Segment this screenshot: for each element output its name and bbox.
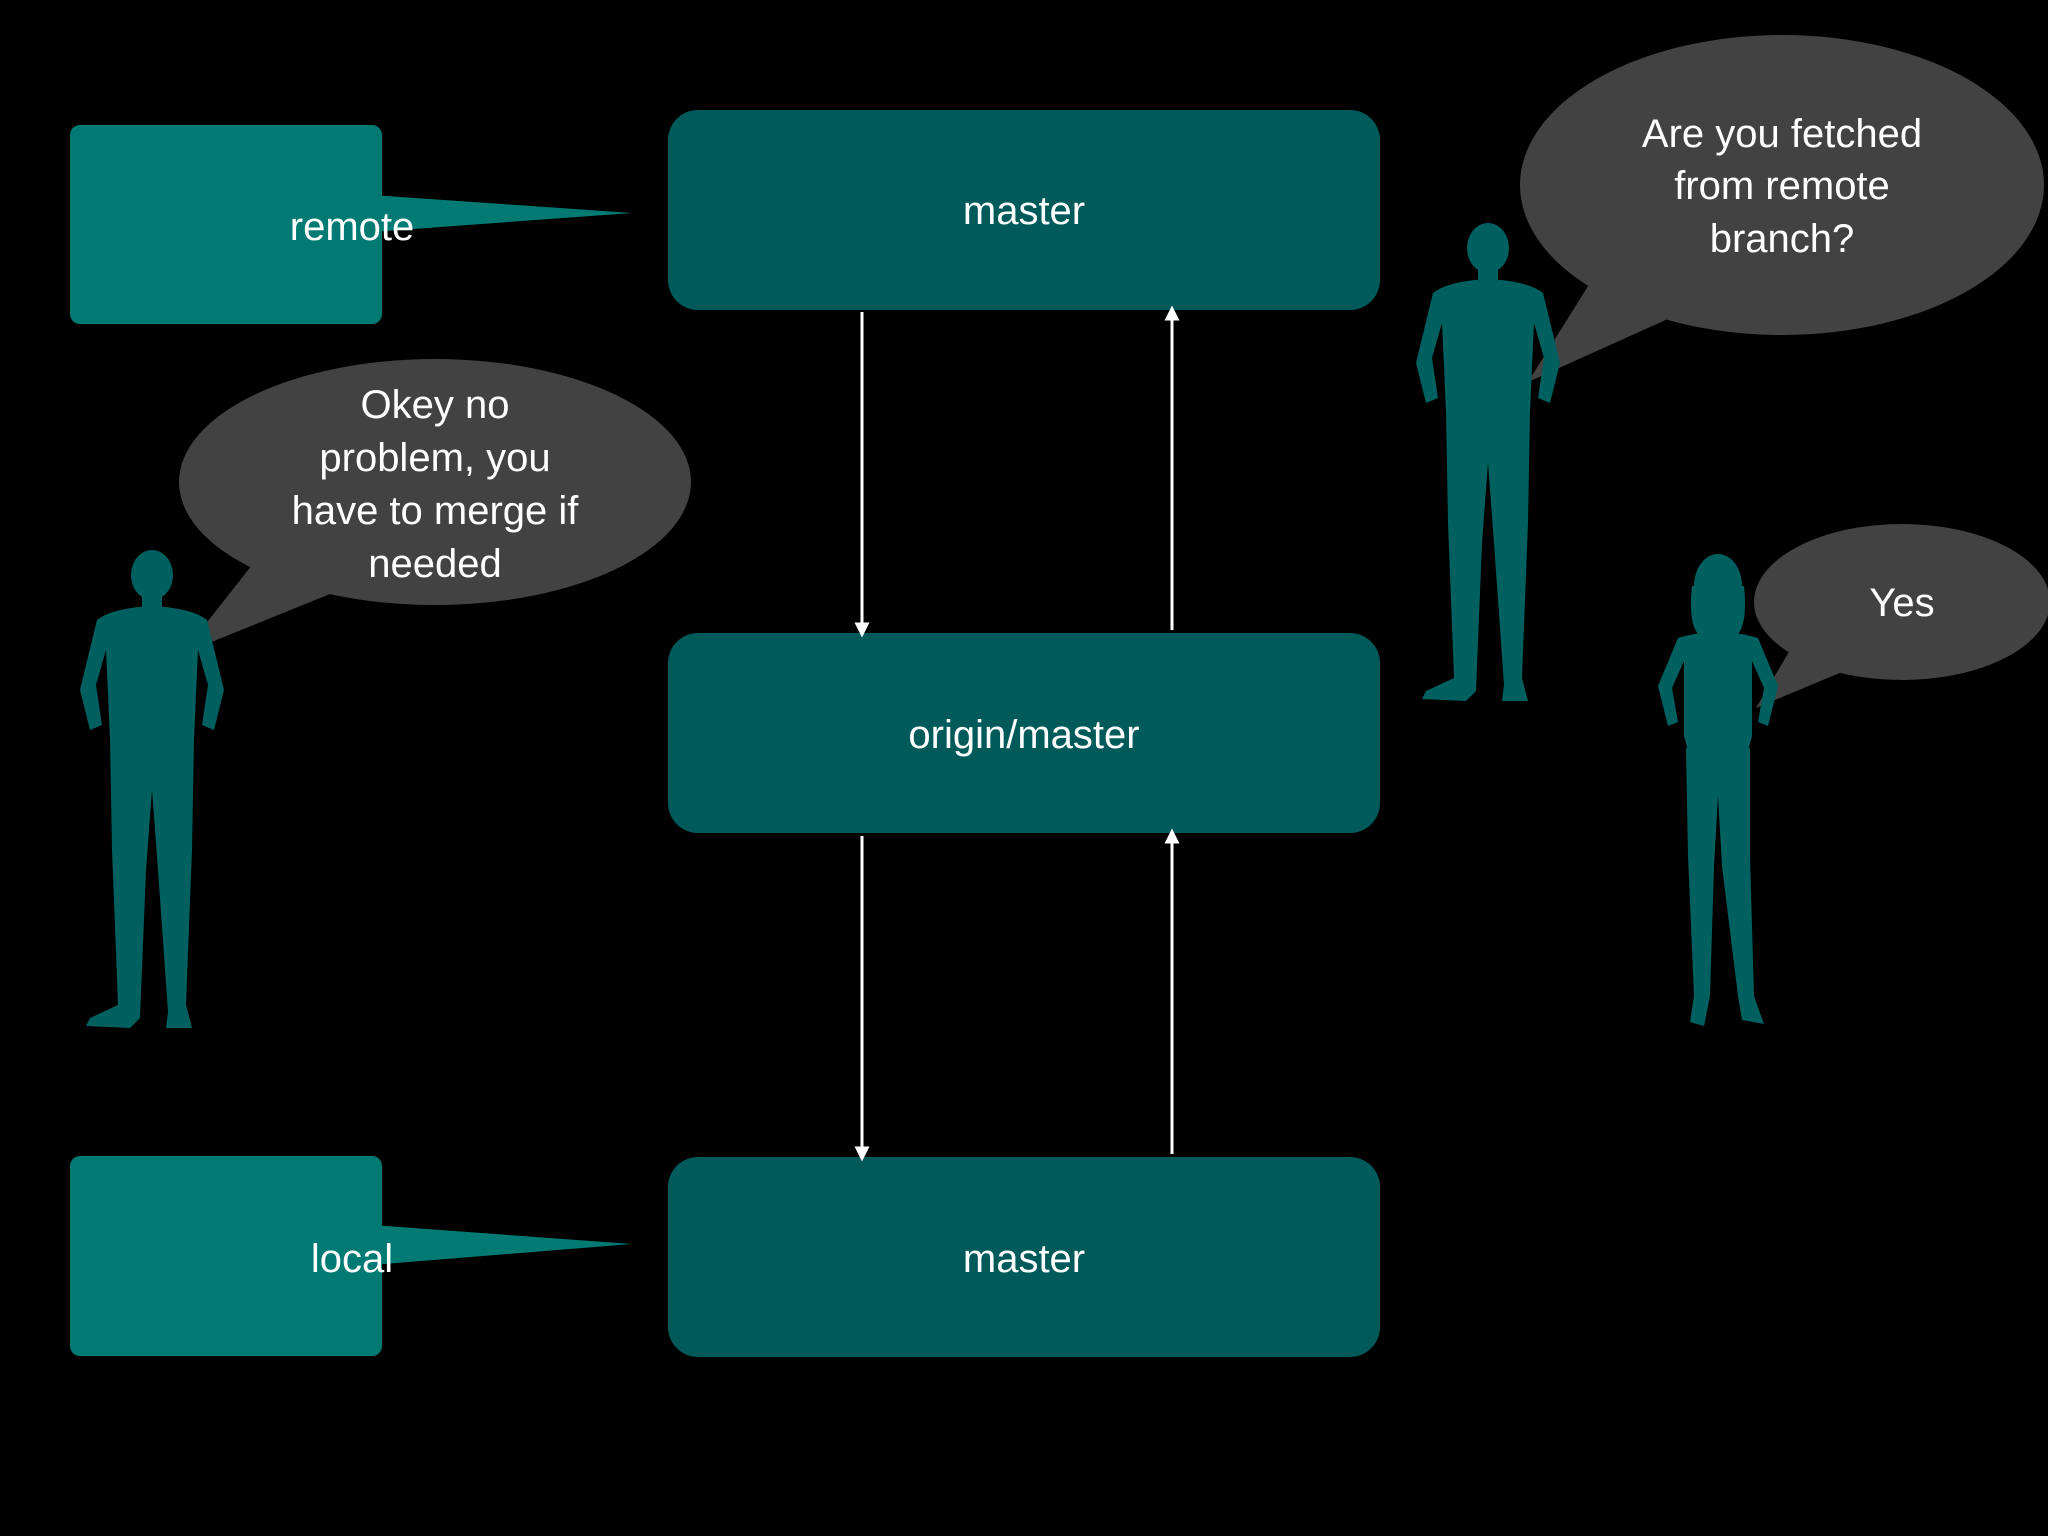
local-master-box: master <box>668 1157 1380 1357</box>
merge-answer-line-4: needed <box>368 542 501 586</box>
woman-silhouette-icon <box>1658 554 1778 1026</box>
remote-label-box <box>70 125 382 324</box>
origin-master-box: origin/master <box>668 633 1380 833</box>
local-label-text: local <box>311 1237 393 1281</box>
merge-answer-line-3: have to merge if <box>292 489 580 533</box>
fetched-question-line-3: branch? <box>1710 217 1855 261</box>
speech-bubble-fetched-question: Are you fetched from remote branch? <box>1520 35 2044 382</box>
merge-answer-line-1: Okey no <box>361 383 510 427</box>
man-silhouette-icon <box>80 550 224 1028</box>
man-silhouette-icon <box>1416 223 1560 701</box>
fetched-question-line-2: from remote <box>1674 164 1890 208</box>
yes-answer-text: Yes <box>1869 581 1934 625</box>
local-label-box <box>70 1156 382 1356</box>
remote-label-pointer <box>372 195 632 232</box>
local-label-pointer <box>372 1225 632 1265</box>
speech-bubble-merge-answer: Okey no problem, you have to merge if ne… <box>179 359 691 654</box>
local-label: local <box>70 1156 632 1356</box>
local-master-text: master <box>963 1237 1085 1281</box>
remote-label-text: remote <box>290 205 415 249</box>
remote-label: remote <box>70 125 632 324</box>
fetched-question-line-1: Are you fetched <box>1642 112 1922 156</box>
remote-master-text: master <box>963 189 1085 233</box>
merge-answer-line-2: problem, you <box>319 436 550 480</box>
speech-bubble-yes-answer: Yes <box>1754 524 2048 708</box>
remote-master-box: master <box>668 110 1380 310</box>
origin-master-text: origin/master <box>908 713 1139 757</box>
